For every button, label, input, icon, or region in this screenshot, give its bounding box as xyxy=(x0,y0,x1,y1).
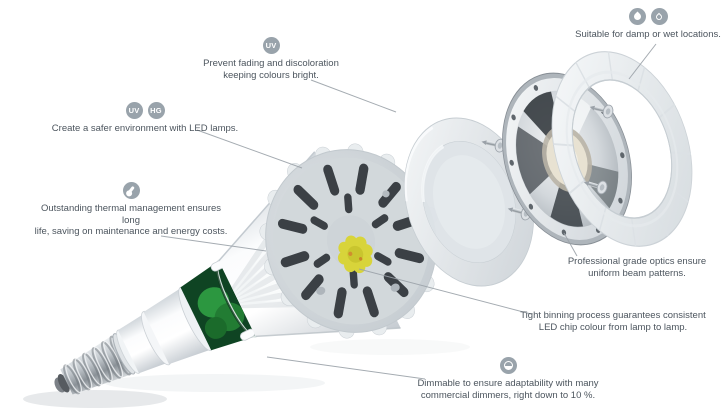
annotation-text: Prevent fading and discoloration keeping… xyxy=(203,58,339,81)
annotation-binning: Tight binning process guarantees consist… xyxy=(517,310,709,333)
annotation-text: Professional grade optics ensure uniform… xyxy=(567,256,707,279)
annotation-text: Dimmable to ensure adaptability with man… xyxy=(417,378,599,401)
annotation-text: Tight binning process guarantees consist… xyxy=(520,310,706,333)
water-drop-outline-icon xyxy=(650,8,668,25)
annotation-safer-environment: UV HG Create a safer environment with LE… xyxy=(47,102,243,135)
shadows xyxy=(23,339,470,408)
thermometer-icon xyxy=(122,182,140,199)
annotation-uv-protection: UV Prevent fading and discoloration keep… xyxy=(186,37,356,81)
dimmer-icon xyxy=(499,357,517,374)
lamp-face xyxy=(259,143,443,339)
leader-lines xyxy=(160,43,657,380)
annotation-dimmable: Dimmable to ensure adaptability with man… xyxy=(412,357,604,401)
annotation-damp-wet: Suitable for damp or wet locations. xyxy=(556,8,728,41)
led-chip xyxy=(337,235,373,274)
leader-line-dimmable xyxy=(266,356,426,380)
leader-line-thermal xyxy=(160,235,267,252)
uv-badge-icon: UV xyxy=(262,37,280,54)
annotation-thermal: Outstanding thermal management ensures l… xyxy=(32,182,230,238)
leader-line-uv xyxy=(310,79,397,113)
annotation-optics: Professional grade optics ensure uniform… xyxy=(551,256,723,279)
leader-line-binning xyxy=(358,268,532,315)
vent-slots xyxy=(277,163,425,319)
annotation-text: Suitable for damp or wet locations. xyxy=(575,29,721,40)
diffuser-ring xyxy=(404,117,534,287)
screw-threads xyxy=(63,335,132,395)
front-bezel-ring xyxy=(551,51,693,247)
leader-line-safer xyxy=(196,129,303,169)
uv-free-badge-icon: UV xyxy=(125,102,143,119)
leader-line-damp-wet xyxy=(628,43,657,80)
water-drop-filled-icon xyxy=(628,8,646,25)
annotation-text: Outstanding thermal management ensures l… xyxy=(34,203,228,237)
annotation-text: Create a safer environment with LED lamp… xyxy=(51,123,239,134)
leader-line-optics xyxy=(563,232,578,257)
bezel-segments xyxy=(553,51,691,247)
mercury-free-badge-icon: HG xyxy=(147,102,165,119)
